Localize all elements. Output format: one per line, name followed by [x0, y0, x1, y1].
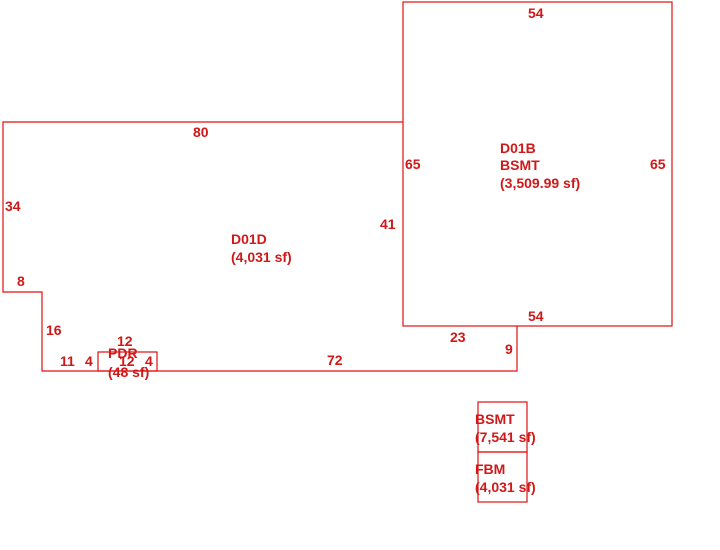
area-bsmt-name: BSMT	[475, 411, 515, 427]
area-bsmt-area: (7,541 sf)	[475, 429, 536, 445]
area-pdr-area: (48 sf)	[108, 364, 149, 380]
dim-d-stepdown: 16	[46, 322, 62, 338]
area-d01b-name: BSMT	[500, 157, 540, 173]
area-fbm-name: FBM	[475, 461, 505, 477]
dim-d-top: 80	[193, 124, 209, 140]
dim-d-left: 34	[5, 198, 21, 214]
dim-d-11: 11	[60, 353, 75, 369]
dim-d-72: 72	[327, 352, 343, 368]
dim-b-bottom: 54	[528, 308, 544, 324]
dim-p-top: 12	[117, 333, 133, 349]
dim-p-mid: 12	[119, 353, 135, 369]
area-d01b-code: D01B	[500, 140, 536, 156]
dim-b-left: 65	[405, 156, 421, 172]
dim-p-right: 4	[145, 353, 153, 369]
dim-d-step: 8	[17, 273, 25, 289]
area-pdr-outline	[97, 351, 158, 372]
area-d01d-code: D01D	[231, 231, 267, 247]
dim-p-left: 4	[85, 353, 93, 369]
area-fbm-area: (4,031 sf)	[475, 479, 536, 495]
dim-d-9: 9	[505, 341, 513, 357]
dim-d-right: 41	[380, 216, 396, 232]
area-fbm-box	[477, 451, 528, 503]
area-pdr-name: PDR	[108, 345, 138, 361]
area-d01d-area: (4,031 sf)	[231, 249, 292, 265]
area-d01d-outline	[2, 121, 518, 372]
area-d01b-area: (3,509.99 sf)	[500, 175, 580, 191]
area-d01b-outline	[402, 1, 673, 327]
dim-b-right: 65	[650, 156, 666, 172]
dim-d-23: 23	[450, 329, 466, 345]
dim-b-top: 54	[528, 5, 544, 21]
